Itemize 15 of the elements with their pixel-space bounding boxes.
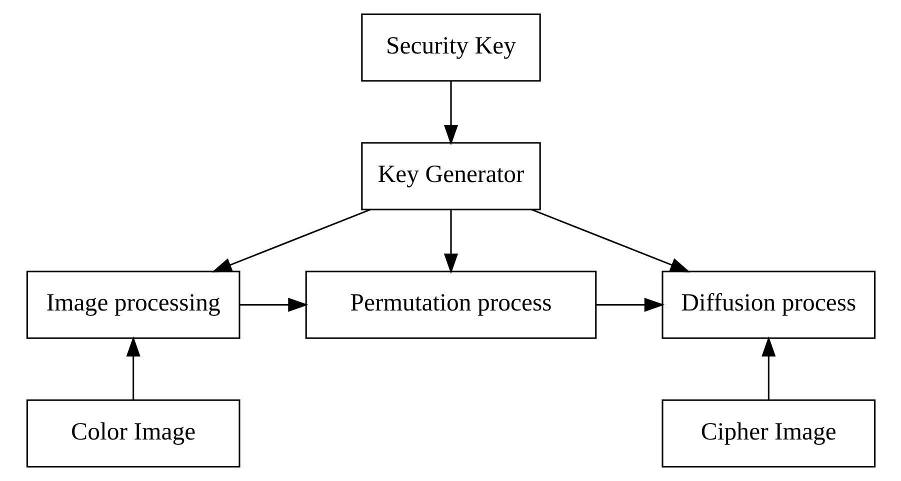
- node-box: Key Generator: [360, 142, 540, 210]
- arrow: [443, 81, 458, 146]
- arrow: [530, 208, 690, 272]
- node-box: Permutation process: [304, 270, 596, 339]
- arrow: [211, 208, 370, 272]
- arrow: [240, 298, 308, 312]
- arrow: [126, 336, 140, 400]
- node-box: Diffusion process: [661, 270, 876, 339]
- node-box: Image processing: [26, 270, 240, 339]
- node-box: Color Image: [26, 399, 240, 468]
- arrow: [761, 336, 776, 400]
- arrow: [443, 210, 458, 274]
- node-box: Security Key: [360, 14, 540, 82]
- node-box: Cipher Image: [661, 399, 876, 468]
- arrow: [596, 298, 664, 312]
